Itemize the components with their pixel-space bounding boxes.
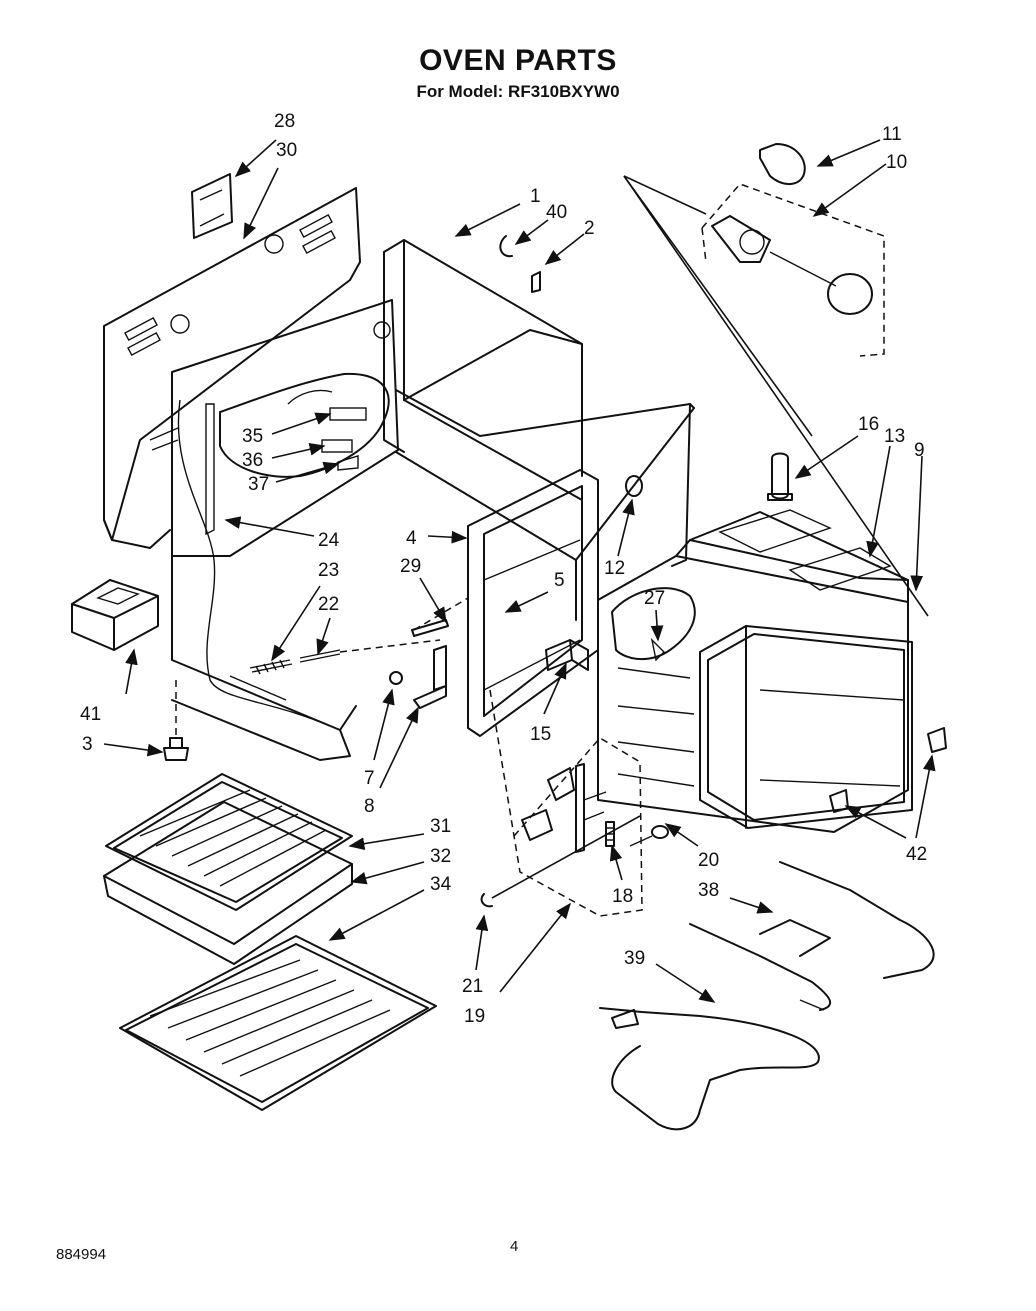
part-side-wall bbox=[171, 299, 399, 761]
callout-32: 32 bbox=[430, 846, 451, 867]
callout-23: 23 bbox=[318, 560, 339, 581]
callout-34: 34 bbox=[430, 874, 452, 895]
callout-9: 9 bbox=[914, 440, 925, 461]
callout-39: 39 bbox=[624, 948, 645, 969]
callout-16: 16 bbox=[858, 414, 879, 435]
model-subtitle: For Model: RF310BXYW0 bbox=[416, 82, 620, 101]
footer-page-number: 4 bbox=[510, 1238, 519, 1255]
part-28-gasket-plate bbox=[191, 173, 233, 239]
part-7-8-29-hinge-parts bbox=[389, 597, 469, 709]
part-11-bulb bbox=[759, 143, 806, 185]
footer-document-code: 884994 bbox=[56, 1246, 107, 1263]
part-21-clip bbox=[480, 893, 493, 908]
part-31-broiler-grid bbox=[105, 773, 353, 911]
callout-7: 7 bbox=[364, 768, 375, 789]
part-10-light-assembly bbox=[701, 183, 885, 357]
callout-38: 38 bbox=[698, 880, 719, 901]
part-9-oven-liner bbox=[597, 509, 913, 833]
callout-3: 3 bbox=[82, 734, 93, 755]
callout-12: 12 bbox=[604, 558, 625, 579]
callout-30: 30 bbox=[276, 140, 297, 161]
callout-20: 20 bbox=[698, 850, 719, 871]
callout-5: 5 bbox=[554, 570, 565, 591]
callout-leaders bbox=[103, 139, 936, 1003]
callout-27: 27 bbox=[644, 588, 665, 609]
part-1-oven-cavity bbox=[383, 239, 695, 621]
part-30-rear-panel bbox=[103, 187, 391, 549]
callout-21: 21 bbox=[462, 976, 483, 997]
part-20-pin bbox=[629, 825, 669, 847]
part-3-leveling-leg bbox=[163, 680, 189, 761]
callout-35: 35 bbox=[242, 426, 263, 447]
callout-10: 10 bbox=[886, 152, 907, 173]
callout-37: 37 bbox=[248, 474, 269, 495]
callout-22: 22 bbox=[318, 594, 339, 615]
callout-41: 41 bbox=[80, 704, 101, 725]
callout-2: 2 bbox=[584, 218, 595, 239]
callout-36: 36 bbox=[242, 450, 263, 471]
part-12-plug bbox=[625, 475, 643, 497]
part-39-broil-element bbox=[599, 1007, 820, 1131]
callout-19: 19 bbox=[464, 1006, 485, 1027]
callout-13: 13 bbox=[884, 426, 905, 447]
callout-29: 29 bbox=[400, 556, 421, 577]
callout-11: 11 bbox=[882, 124, 902, 145]
callout-28: 28 bbox=[274, 111, 295, 132]
callout-40: 40 bbox=[546, 202, 567, 223]
callout-15: 15 bbox=[530, 724, 551, 745]
callout-labels: 28 30 1 40 2 11 10 16 13 9 35 36 37 24 4… bbox=[80, 111, 927, 1027]
callout-42: 42 bbox=[906, 844, 927, 865]
part-22-23-spring-rod bbox=[249, 639, 441, 675]
part-4-front-frame bbox=[467, 469, 599, 737]
part-41-box bbox=[71, 579, 159, 651]
part-16-probe bbox=[767, 452, 793, 501]
callout-4: 4 bbox=[406, 528, 417, 549]
part-40-2-hardware bbox=[499, 235, 541, 293]
part-34-oven-rack bbox=[119, 935, 437, 1111]
callout-18: 18 bbox=[612, 886, 633, 907]
page-title: OVEN PARTS bbox=[419, 44, 617, 77]
part-38-bake-element bbox=[689, 861, 935, 1011]
callout-1: 1 bbox=[530, 186, 541, 207]
part-15-bracket bbox=[545, 639, 589, 671]
callout-8: 8 bbox=[364, 796, 375, 817]
callout-31: 31 bbox=[430, 816, 451, 837]
part-19-hinge-assembly bbox=[489, 689, 643, 917]
callout-24: 24 bbox=[318, 530, 340, 551]
